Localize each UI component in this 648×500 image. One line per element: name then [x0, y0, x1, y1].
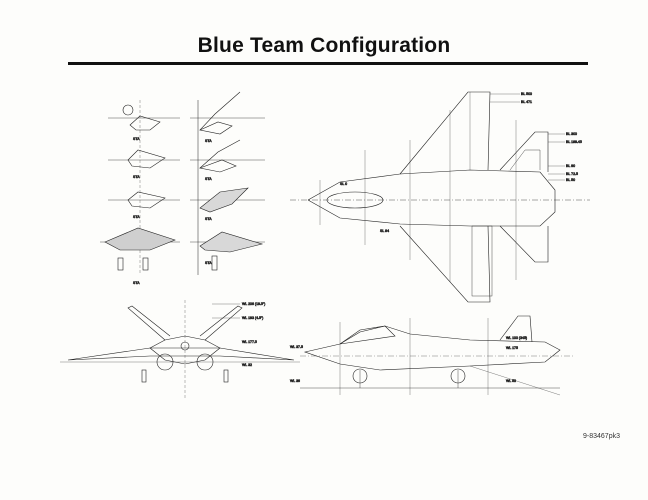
svg-text:STA: STA [205, 139, 212, 143]
svg-text:STA: STA [133, 215, 140, 219]
title-underline [68, 62, 588, 65]
bl-label: SL 84 [380, 229, 389, 233]
svg-text:STA: STA [133, 137, 140, 141]
bl-label: BL 50 [566, 178, 575, 182]
side-view: WL 100 (345) WL 175 WL 50 WL 37.5 WL 36 [290, 315, 575, 396]
wl-label: WL 32 [242, 363, 252, 367]
page-title: Blue Team Configuration [197, 34, 451, 57]
wl-label: WL 177.5 [242, 340, 257, 344]
bl-label: BL 500 [521, 92, 532, 96]
wl-label: WL 36 [290, 379, 300, 383]
bl-label: BL 72.5 [566, 172, 578, 176]
bl-label: BL 300 [566, 132, 577, 136]
plan-view: BL 500 BL 471 BL 300 BL 188.45 BL 90 BL … [290, 91, 590, 303]
bl-label: BL 90 [566, 164, 575, 168]
bl-label: BL 471 [521, 100, 532, 104]
svg-text:STA: STA [205, 217, 212, 221]
wl-label: WL 100 (345) [506, 336, 527, 340]
document-number: 9-83467pk3 [583, 433, 620, 440]
bl-label: BL 188.45 [566, 140, 582, 144]
wl-label: WL 206 (18.5") [242, 302, 265, 306]
wl-label: WL 183 (4.5") [242, 316, 263, 320]
wl-label: WL 37.5 [290, 345, 303, 349]
wl-label: WL 50 [506, 379, 516, 383]
svg-text:STA: STA [205, 177, 212, 181]
front-view: WL 206 (18.5") WL 183 (4.5") WL 177.5 WL… [60, 300, 300, 400]
bl-label: SL 0 [340, 182, 347, 186]
cross-sections-right: STA STA STA STA [190, 91, 265, 275]
svg-text:STA: STA [205, 261, 212, 265]
svg-text:STA: STA [133, 281, 140, 285]
svg-text:STA: STA [133, 175, 140, 179]
wl-label: WL 175 [506, 346, 518, 350]
cross-sections-left: STA STA STA STA [100, 100, 180, 285]
